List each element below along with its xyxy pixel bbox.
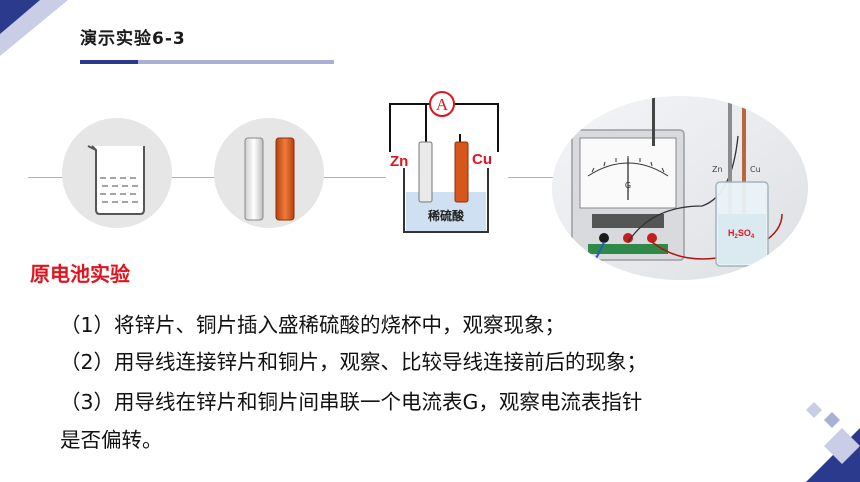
- section-heading: 原电池实验: [30, 262, 130, 286]
- apparatus-photo: G Zn Cu H2SO4: [552, 96, 808, 280]
- zinc-electrode: [418, 141, 433, 203]
- copper-electrode: [454, 141, 469, 203]
- zinc-strip: [244, 137, 264, 221]
- beaker-icon: [87, 145, 145, 215]
- title-underline-dark: [80, 60, 138, 64]
- metal-strips-circle: [214, 118, 324, 228]
- photo-zn-label: Zn: [712, 165, 723, 174]
- metal-strips-icon: [244, 137, 295, 221]
- corner-decoration-bottom-right: [806, 402, 860, 482]
- step-3-continued: 是否偏转。: [60, 428, 163, 452]
- title-underline-light: [138, 60, 334, 64]
- step-2: （2）用导线连接锌片和铜片，观察、比较导线连接前后的现象；: [60, 350, 648, 374]
- corner-decoration-top-left: [0, 0, 68, 56]
- galvanic-cell-diagram: A Zn Cu 稀硫酸: [386, 86, 508, 238]
- acid-formula: H2SO4: [728, 228, 755, 240]
- zn-label: Zn: [390, 153, 408, 170]
- step-3: （3）用导线在锌片和铜片间串联一个电流表G，观察电流表指针: [60, 390, 643, 414]
- solution-label: 稀硫酸: [428, 208, 465, 223]
- ammeter-symbol: [429, 91, 455, 117]
- beaker-circle: [62, 118, 172, 228]
- ammeter-label: A: [436, 95, 449, 114]
- step-1: （1）将锌片、铜片插入盛稀硫酸的烧杯中，观察现象；: [60, 313, 566, 337]
- page-title: 演示实验6-3: [80, 29, 186, 49]
- copper-strip: [275, 137, 295, 221]
- cu-label: Cu: [472, 151, 492, 168]
- photo-cu-label: Cu: [750, 165, 761, 174]
- meter-label: G: [625, 181, 631, 190]
